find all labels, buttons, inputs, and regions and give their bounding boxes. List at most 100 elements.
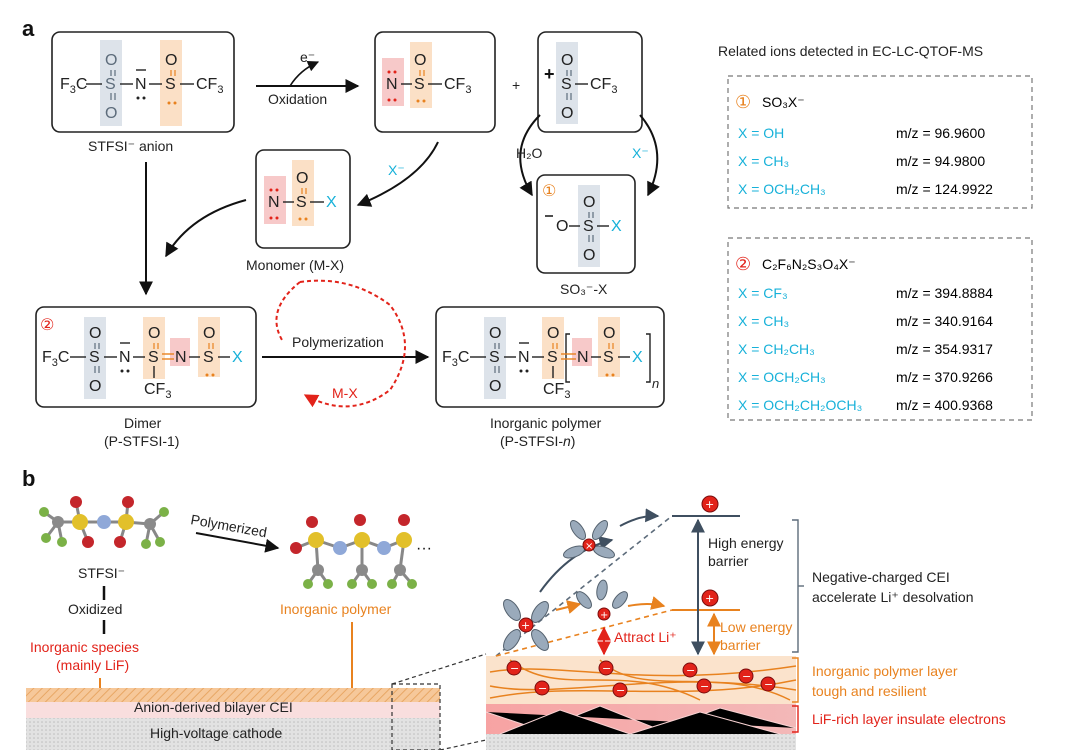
svg-text:S: S	[547, 349, 558, 366]
svg-text:F3C: F3C	[442, 349, 469, 369]
polymerization-cycle	[299, 279, 406, 408]
so3x-label: SO₃⁻-X	[560, 281, 608, 297]
ion-box-1-marker: ①	[735, 92, 751, 113]
svg-text:S: S	[489, 349, 500, 366]
polymer-sublabel: (P-STFSI-n)	[500, 433, 575, 449]
svg-text:N: N	[119, 349, 131, 366]
svg-text:n: n	[652, 376, 659, 391]
cathode-layer	[26, 718, 440, 750]
svg-text:O: O	[148, 325, 160, 342]
svg-text:N: N	[577, 349, 589, 366]
svg-text:O: O	[556, 218, 568, 235]
oxidation-arrow	[256, 60, 360, 93]
svg-text:−: −	[616, 684, 625, 697]
svg-text:−: −	[602, 662, 611, 675]
dimer-label: Dimer	[124, 415, 162, 431]
monomer-feed-dashed	[275, 281, 301, 341]
ion-box-2-row-1-mz: m/z = 340.9164	[896, 313, 993, 329]
h2o-label: H₂O	[516, 145, 543, 161]
svg-text:S: S	[89, 349, 100, 366]
svg-text:O: O	[561, 105, 573, 122]
svg-text:F3C: F3C	[60, 76, 87, 96]
low-energy-barrier-label: barrier	[720, 637, 761, 653]
mainly-lif-label: (mainly LiF)	[56, 657, 129, 673]
svg-text:X: X	[611, 218, 622, 235]
svg-text:O: O	[583, 247, 595, 264]
attract-li-label: Attract Li⁺	[614, 629, 677, 645]
svg-text:N: N	[135, 76, 147, 93]
panel-label-a: a	[22, 16, 35, 41]
polymerized-arrow	[195, 532, 280, 553]
bilayer-cei-layer	[26, 702, 440, 718]
poly-layer-line-2: tough and resilient	[812, 683, 927, 699]
svg-text:①: ①	[542, 181, 556, 200]
ion-box-1-row-2-mz: m/z = 124.9922	[896, 181, 993, 197]
svg-text:S: S	[165, 76, 176, 93]
svg-text:O: O	[105, 105, 117, 122]
svg-text:S: S	[105, 76, 116, 93]
svg-text:②: ②	[40, 315, 54, 334]
ion-box-1-formula: SO₃X⁻	[762, 94, 805, 110]
svg-text:O: O	[561, 52, 573, 69]
polymerized-label: Polymerized	[189, 511, 268, 540]
ion-box-1-row-0-x: X = OH	[738, 125, 784, 141]
svg-text:−: −	[686, 664, 695, 677]
x-minus-label-right: X⁻	[632, 145, 649, 161]
svg-text:···: ···	[416, 540, 432, 557]
svg-text:S: S	[561, 76, 572, 93]
ion-box-2-row-2-x: X = CH₂CH₃	[738, 341, 815, 357]
oxidized-label: Oxidized	[68, 601, 122, 617]
svg-text:X: X	[326, 194, 337, 211]
cathode-label: High-voltage cathode	[150, 725, 283, 741]
zoom-region	[391, 683, 441, 750]
ion-box-1-row-1-mz: m/z = 94.9800	[896, 153, 985, 169]
monomer-label: Monomer (M-X)	[246, 257, 344, 273]
ion-box-2-row-4-mz: m/z = 400.9368	[896, 397, 993, 413]
sulfonyl-cation-fragment: + S O O CF3	[537, 31, 643, 133]
x-minus-label-left: X⁻	[388, 162, 405, 178]
polymerization-label: Polymerization	[292, 334, 384, 350]
svg-text:+: +	[544, 64, 555, 84]
ion-box-2-formula: C₂F₆N₂S₃O₄X⁻	[762, 256, 856, 272]
mx-label: M-X	[332, 385, 358, 401]
svg-text:−: −	[700, 680, 709, 693]
svg-text:O: O	[414, 52, 426, 69]
stfsi-ball-stick-model	[39, 496, 169, 549]
svg-text:S: S	[296, 194, 307, 211]
monomer-structure: N S O X	[255, 149, 351, 249]
plus-sign: +	[512, 77, 520, 93]
ion-box-2-row-3-mz: m/z = 370.9266	[896, 369, 993, 385]
svg-text:S: S	[603, 349, 614, 366]
ion-box-1-row-2-x: X = OCH₂CH₃	[738, 181, 826, 197]
high-energy-barrier-label: barrier	[708, 553, 749, 569]
ion-box-2: ② C₂F₆N₂S₃O₄X⁻ X = CF₃ m/z = 394.8884 X …	[727, 237, 1033, 421]
dimer-structure: ② F3C S O O N S O N S O X CF3	[35, 306, 257, 408]
svg-text:+: +	[521, 619, 530, 632]
svg-text:+: +	[705, 498, 714, 511]
svg-text:X: X	[632, 349, 643, 366]
svg-text:O: O	[489, 325, 501, 342]
svg-text:O: O	[203, 325, 215, 342]
svg-text:−: −	[764, 678, 773, 691]
cei-zoom-detail: −− −− −− −−	[485, 656, 797, 750]
ion-box-1-row-1-x: X = CH₃	[738, 153, 789, 169]
monomer-formation-arrow	[356, 141, 439, 207]
ion-box-2-marker: ②	[735, 254, 751, 275]
low-energy-label: Low energy	[720, 619, 792, 635]
neg-cei-line-1: Negative-charged CEI	[812, 569, 950, 585]
svg-text:O: O	[489, 378, 501, 395]
hatched-polymer-layer	[26, 688, 440, 702]
svg-text:O: O	[547, 325, 559, 342]
zoom-line-top	[391, 653, 487, 685]
h2o-arrow	[519, 114, 541, 197]
svg-text:O: O	[105, 52, 117, 69]
ion-box-2-row-3-x: X = OCH₂CH₃	[738, 369, 826, 385]
svg-text:CF3: CF3	[444, 76, 471, 96]
svg-text:CF3: CF3	[196, 76, 223, 96]
svg-text:N: N	[518, 349, 530, 366]
x-minus-arrow	[639, 114, 660, 197]
svg-text:O: O	[89, 378, 101, 395]
ion-box-1: ① SO₃X⁻ X = OH m/z = 96.9600 X = CH₃ m/z…	[727, 75, 1033, 209]
bracket-cei	[792, 519, 799, 653]
